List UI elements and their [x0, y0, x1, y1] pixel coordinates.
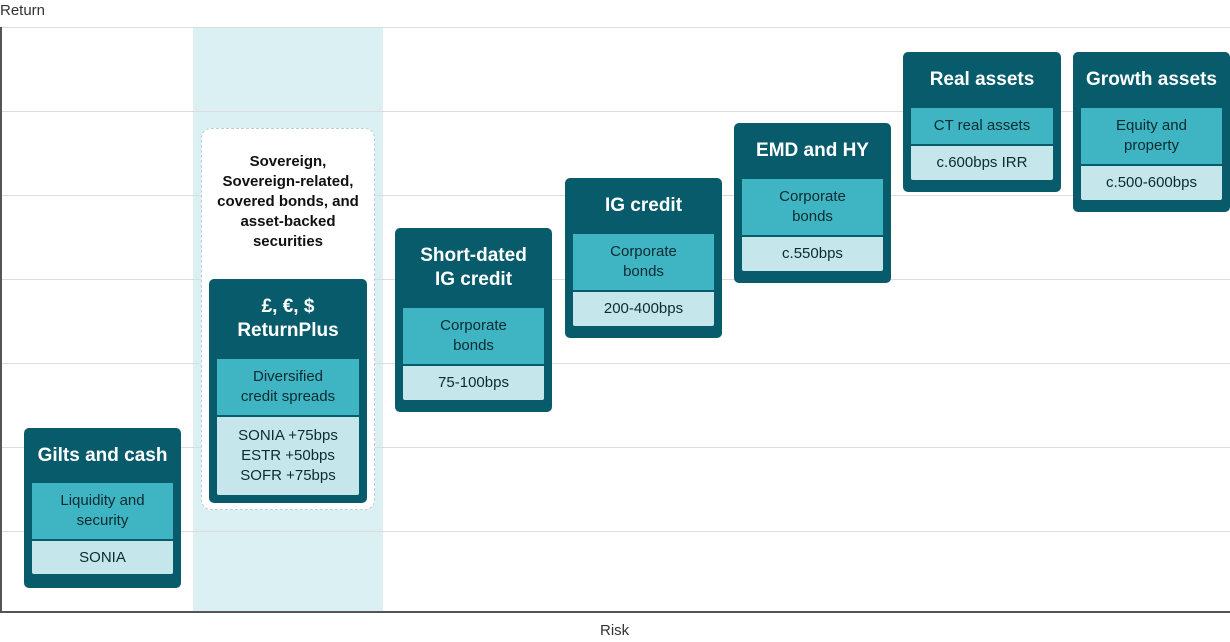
card-sub-line: bonds — [623, 263, 664, 280]
card-sub-line: CT real assets — [933, 117, 1031, 134]
card-title: £, €, $ ReturnPlus — [217, 279, 359, 359]
card-sub-line: credit spreads — [240, 388, 336, 405]
card-sub-line: Diversified — [252, 368, 324, 385]
card-ig-credit: IG credit Corporate bonds 200-400bps — [565, 178, 722, 338]
card-value-line: 75-100bps — [438, 374, 509, 391]
note-line: asset-backed — [240, 213, 336, 230]
card-title-line: Short-dated — [420, 245, 527, 266]
note-line: covered bonds, and — [217, 193, 359, 210]
card-gilts-and-cash: Gilts and cash Liquidity and security SO… — [24, 428, 181, 588]
card-subtitle: CT real assets — [911, 108, 1053, 144]
card-title-line: IG credit — [434, 269, 513, 290]
card-value: SONIA — [32, 541, 173, 574]
card-title: EMD and HY — [742, 123, 883, 179]
card-value-line: SOFR +75bps — [240, 467, 336, 484]
card-sub-line: Corporate — [779, 188, 846, 205]
card-subtitle: Corporate bonds — [573, 234, 714, 290]
card-value: c.550bps — [742, 237, 883, 271]
card-value-line: c.600bps IRR — [936, 154, 1028, 171]
gridline — [2, 447, 1230, 448]
card-value-line: c.550bps — [782, 245, 843, 262]
card-title-line: IG credit — [604, 195, 683, 216]
gridline — [2, 111, 1230, 112]
card-title-line: Gilts and cash — [37, 444, 168, 466]
card-real-assets: Real assets CT real assets c.600bps IRR — [903, 52, 1061, 192]
gridline — [2, 363, 1230, 364]
card-sub-line: property — [1123, 137, 1180, 154]
card-subtitle: Corporate bonds — [742, 179, 883, 235]
y-axis-label: Return — [0, 2, 46, 19]
card-value-line: SONIA +75bps — [238, 427, 338, 444]
x-axis-line — [0, 611, 1230, 613]
y-axis-line — [0, 27, 2, 613]
card-sub-line: Liquidity and — [60, 492, 145, 509]
card-title-line: Growth assets — [1086, 69, 1217, 90]
card-sub-line: bonds — [453, 337, 494, 354]
gridline — [2, 27, 1230, 28]
card-value-line: ESTR +50bps — [241, 447, 335, 464]
card-subtitle: Equity and property — [1081, 108, 1222, 164]
x-axis-label: Risk — [600, 622, 630, 639]
gridline — [2, 531, 1230, 532]
card-sub-line: Corporate — [610, 243, 677, 260]
card-subtitle: Corporate bonds — [403, 308, 544, 364]
card-title-line: £, €, $ — [261, 296, 315, 317]
card-title: IG credit — [573, 178, 714, 234]
card-emd-and-hy: EMD and HY Corporate bonds c.550bps — [734, 123, 891, 283]
card-title: Gilts and cash — [32, 428, 173, 483]
card-value-line: SONIA — [79, 548, 126, 566]
card-value: c.500-600bps — [1081, 166, 1222, 200]
card-subtitle: Diversified credit spreads — [217, 359, 359, 415]
note-text: Sovereign, Sovereign-related, covered bo… — [208, 152, 368, 252]
card-sub-line: Equity and — [1116, 117, 1187, 134]
card-sub-line: Corporate — [440, 317, 507, 334]
card-value-line: 200-400bps — [603, 300, 684, 317]
card-value: c.600bps IRR — [911, 146, 1053, 180]
card-sub-line: security — [76, 512, 129, 529]
card-title-line: Real assets — [929, 69, 1035, 90]
card-value-line: c.500-600bps — [1106, 174, 1197, 191]
card-title: Real assets — [911, 52, 1053, 108]
card-growth-assets: Growth assets Equity and property c.500-… — [1073, 52, 1230, 212]
card-value: 200-400bps — [573, 292, 714, 326]
card-returnplus: £, €, $ ReturnPlus Diversified credit sp… — [209, 279, 367, 503]
card-subtitle: Liquidity and security — [32, 483, 173, 539]
card-sub-line: bonds — [792, 208, 833, 225]
card-value: 75-100bps — [403, 366, 544, 400]
card-title: Growth assets — [1081, 52, 1222, 108]
note-line: securities — [252, 233, 324, 250]
card-title: Short-dated IG credit — [403, 228, 544, 308]
card-title-line: ReturnPlus — [237, 320, 339, 341]
card-value: SONIA +75bps ESTR +50bps SOFR +75bps — [217, 417, 359, 495]
note-line: Sovereign-related, — [222, 173, 354, 190]
card-title-line: EMD and HY — [756, 140, 869, 161]
card-short-dated-ig-credit: Short-dated IG credit Corporate bonds 75… — [395, 228, 552, 412]
note-line: Sovereign, — [249, 153, 327, 170]
